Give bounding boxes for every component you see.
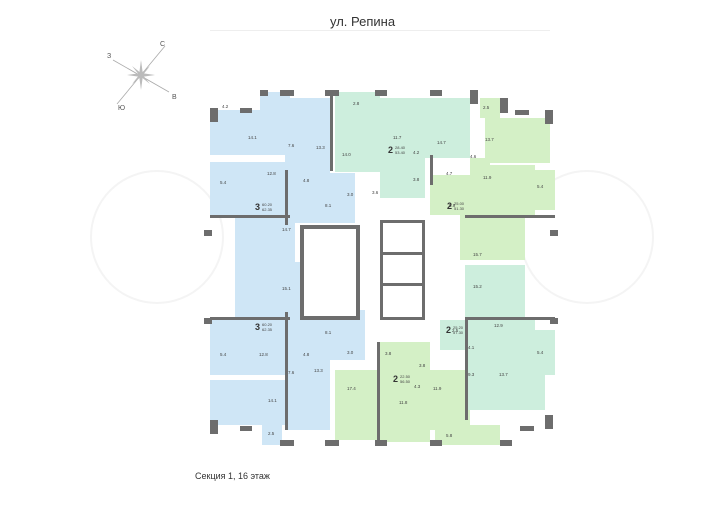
compass-west-label: З	[107, 53, 112, 60]
room-area: 13.7	[485, 137, 494, 142]
compass-rose-icon	[105, 40, 175, 110]
room-area: 5.8	[446, 433, 453, 438]
room-area: 7.6	[288, 370, 295, 375]
room-area: 2.8	[353, 101, 360, 106]
room-area: 2.5	[483, 105, 490, 110]
room-area: 17.4	[347, 386, 356, 391]
room-area: 11.9	[483, 175, 492, 180]
room-area: 8.1	[325, 203, 332, 208]
room-area: 14.0	[342, 152, 351, 157]
room	[430, 175, 470, 215]
room-area: 4.8	[303, 352, 310, 357]
room	[210, 110, 285, 155]
room	[285, 173, 355, 223]
section-floor-caption: Секция 1, 16 этаж	[195, 471, 270, 481]
room-area: 13.3	[314, 368, 323, 373]
room-area: 2.5	[268, 431, 275, 436]
room-area: 13.7	[499, 372, 508, 377]
room	[490, 165, 535, 215]
room-area: 15.7	[473, 252, 482, 257]
wall	[380, 283, 425, 286]
compass-east-label: В	[172, 94, 177, 101]
room	[425, 98, 470, 158]
room	[380, 143, 425, 198]
room	[285, 98, 330, 173]
room	[235, 320, 290, 375]
room-area: 14.1	[268, 398, 277, 403]
room-area: 13.3	[316, 145, 325, 150]
room	[210, 162, 235, 217]
room-area: 15.2	[473, 284, 482, 289]
room	[465, 350, 545, 410]
room-area: 4.2	[413, 150, 420, 155]
room-area: 4.1	[468, 345, 475, 350]
room	[335, 92, 380, 172]
street-name: ул. Репина	[330, 14, 396, 29]
room	[285, 360, 330, 430]
room-area: 2.5	[452, 328, 459, 333]
room-area: 5.4	[220, 352, 227, 357]
room-area: 9.3	[468, 372, 475, 377]
room-area: 3.8	[385, 351, 392, 356]
room-area: 3.0	[347, 192, 354, 197]
compass-south-label: Ю	[118, 105, 126, 112]
staircase	[300, 225, 360, 320]
room-area: 4.7	[446, 171, 453, 176]
room-area: 14.1	[248, 135, 257, 140]
room-area: 7.6	[288, 143, 295, 148]
room	[465, 265, 525, 320]
room-area: 12.8	[267, 171, 276, 176]
room-area: 5.4	[537, 184, 544, 189]
room-area: 3.0	[347, 350, 354, 355]
room-area: 3.8	[419, 363, 426, 368]
room	[380, 98, 425, 143]
room-area: 15.1	[282, 286, 291, 291]
room	[380, 342, 430, 442]
room	[235, 162, 285, 217]
watermark	[90, 170, 224, 304]
room	[435, 425, 500, 445]
room-area: 14.7	[282, 227, 291, 232]
room	[210, 380, 285, 425]
room-area: 11.9	[433, 386, 442, 391]
room	[335, 370, 380, 440]
room-area: 11.8	[399, 400, 408, 405]
room	[485, 118, 550, 163]
room	[262, 425, 282, 445]
compass-north-label: С	[160, 41, 166, 48]
room	[440, 320, 485, 350]
room	[430, 370, 470, 430]
room-area: 4.2	[222, 104, 229, 109]
room-area: 5.4	[537, 350, 544, 355]
room-area: 3.6	[372, 190, 379, 195]
room-area: 4.6	[470, 154, 477, 159]
room	[235, 262, 300, 317]
room-area: 5.9	[449, 203, 456, 208]
wall	[380, 252, 425, 255]
room	[460, 215, 525, 260]
room-area: 12.9	[494, 323, 503, 328]
room-area: 12.8	[259, 352, 268, 357]
room-area: 8.1	[325, 330, 332, 335]
room-area: 14.7	[437, 140, 446, 145]
elevator-shaft	[380, 220, 425, 320]
room	[480, 98, 500, 118]
room	[535, 170, 555, 210]
room-area: 4.8	[303, 178, 310, 183]
room-area: 5.4	[220, 180, 227, 185]
room-area: 3.8	[413, 177, 420, 182]
room-area: 11.7	[393, 135, 402, 140]
room-area: 4.3	[414, 384, 421, 389]
room	[210, 320, 235, 375]
street-underline	[210, 30, 550, 31]
